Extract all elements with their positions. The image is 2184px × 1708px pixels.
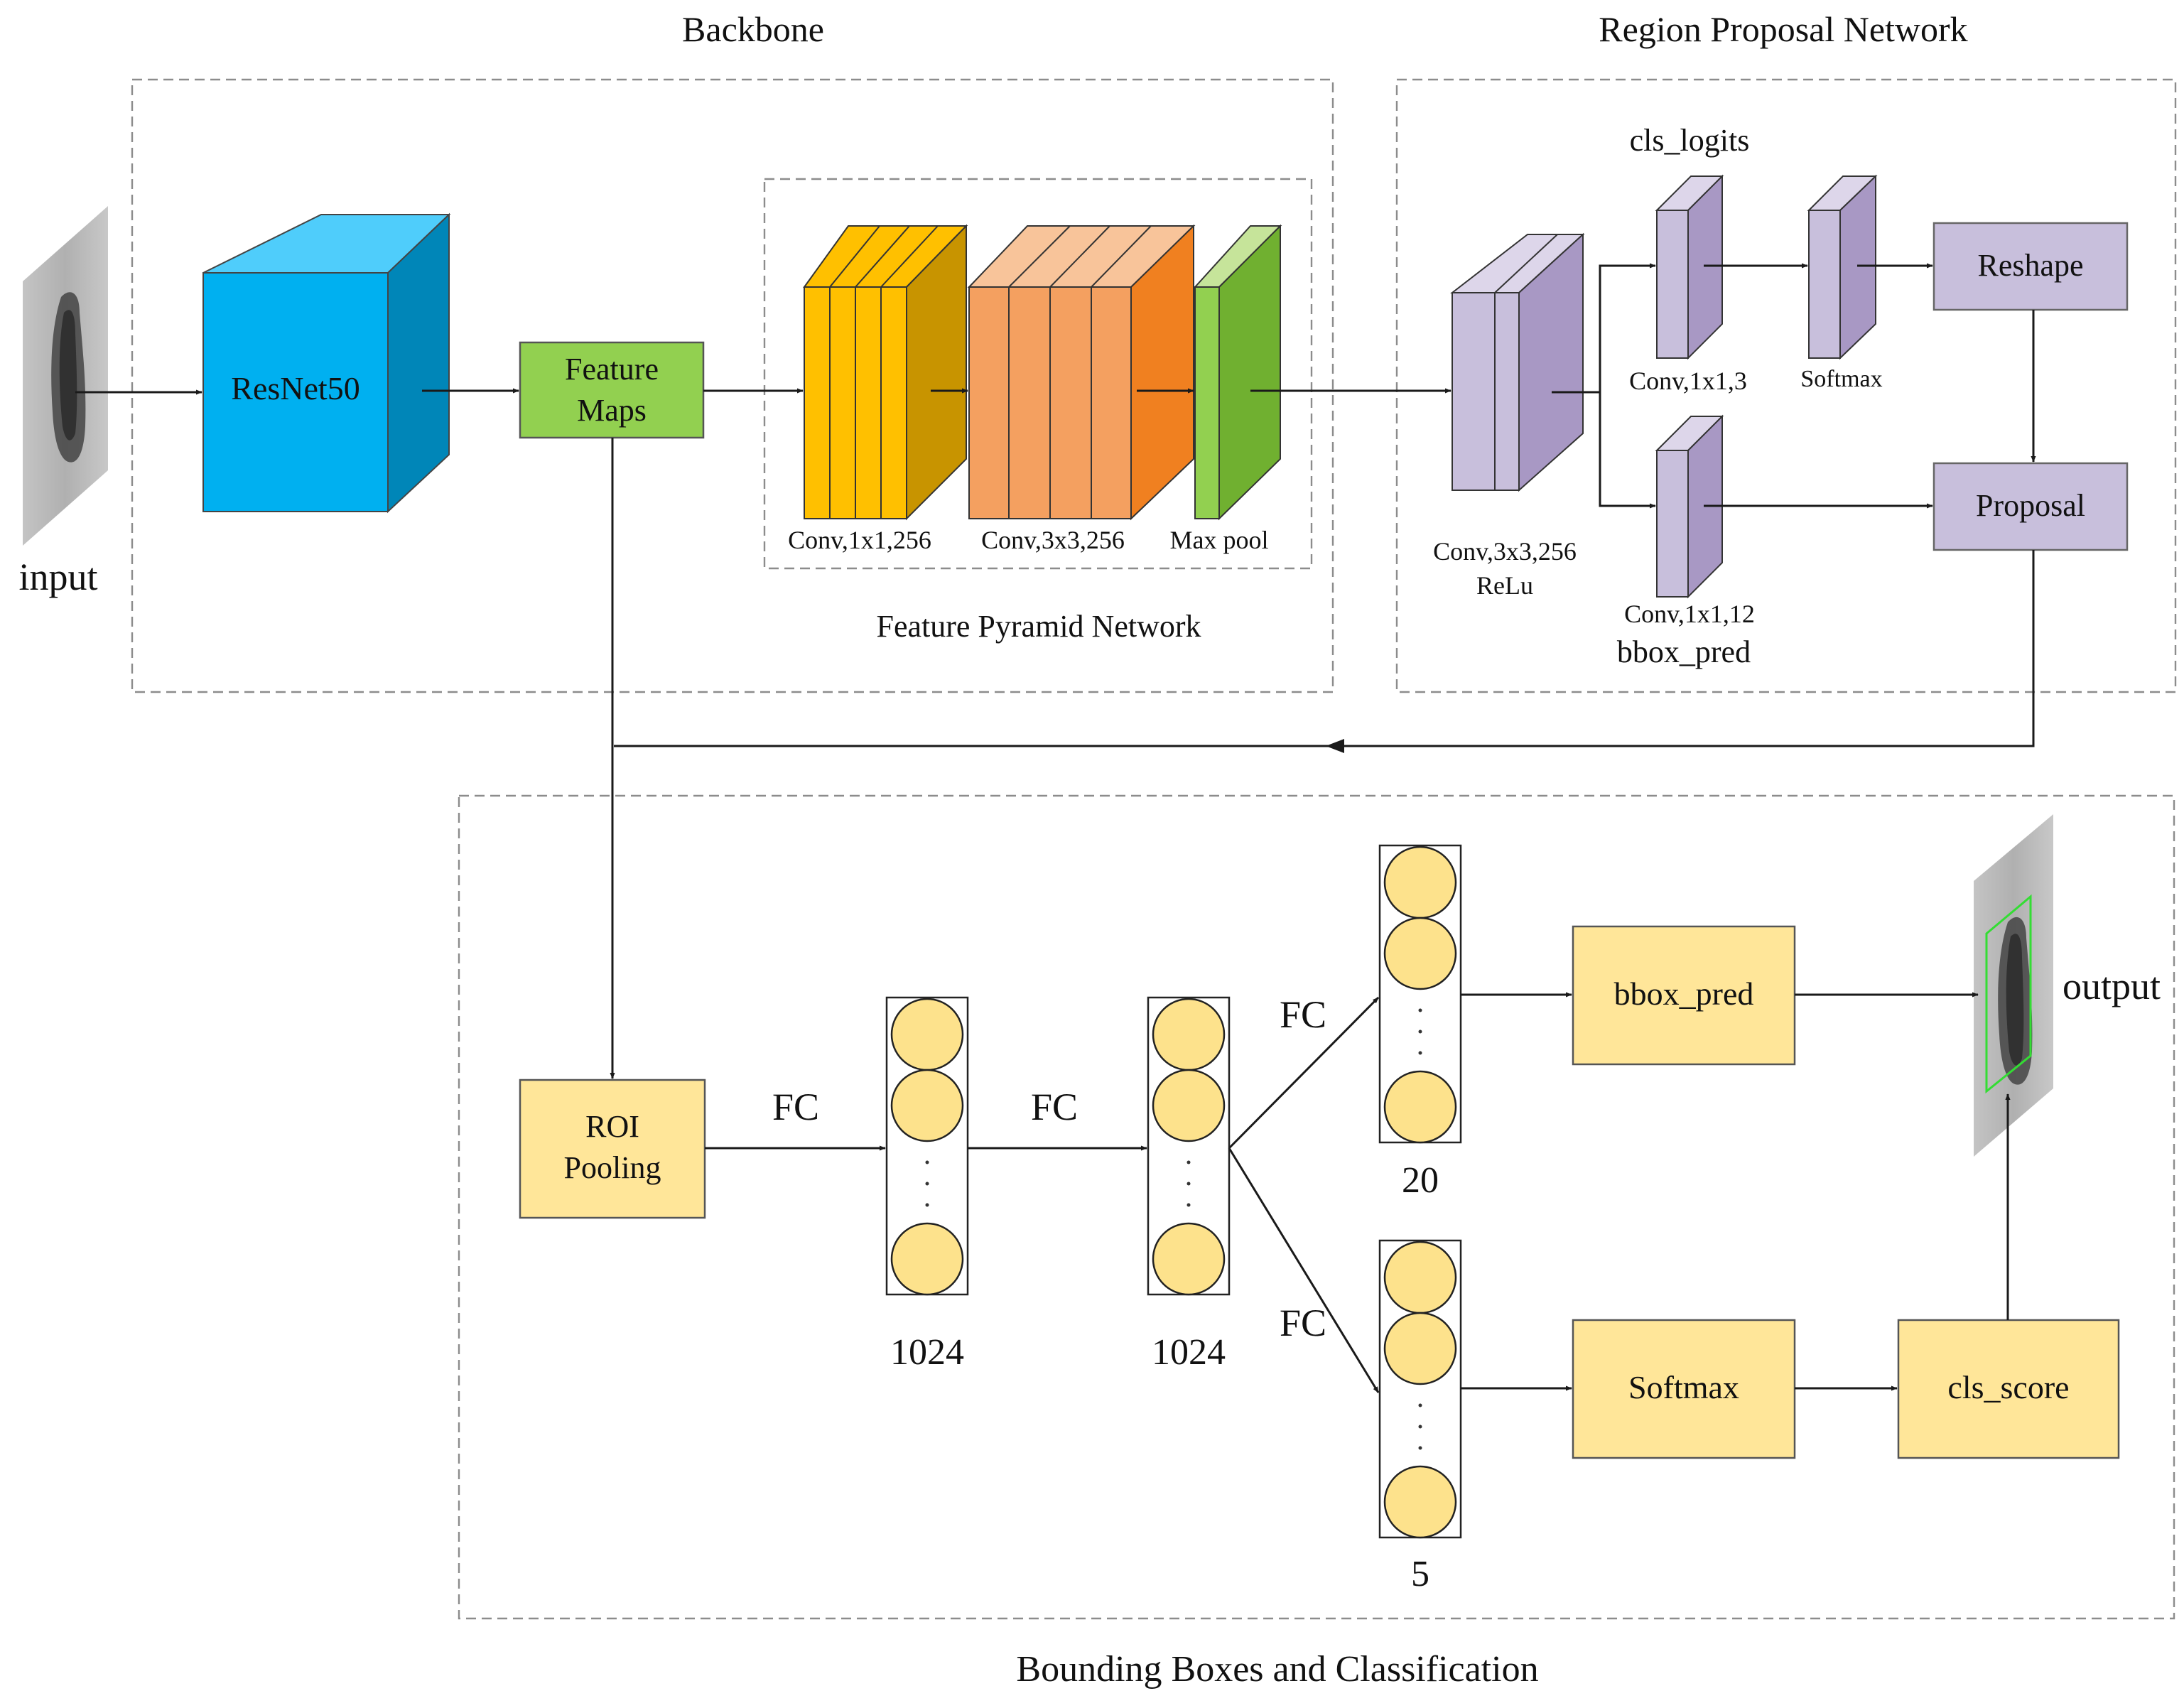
fpn-maxpool-block [1193,224,1282,521]
reshape-box [1932,222,2129,311]
head-bbox-pred-box [1572,925,1796,1066]
feature-maps-box [519,341,705,439]
backbone-frame [131,78,1334,693]
feature-maps-label-line2: Maps [577,393,647,428]
cls-score-box [1897,1319,2120,1459]
rpn-conv3x3-block [1450,232,1585,492]
fpn-conv1x1-block [803,224,968,521]
input-image [23,206,108,546]
fc-layer-5-size: 5 [1411,1554,1429,1594]
fc-layer-20-size: 20 [1402,1160,1439,1201]
head-bbox-pred-label: bbox_pred [1614,975,1754,1012]
input-label: input [18,556,97,598]
output-label: output [2063,965,2161,1007]
cls-logits-label: cls_logits [1630,123,1750,158]
section-title-bbox-cls: Bounding Boxes and Classification [1016,1649,1538,1690]
feature-maps-label-line1: Feature [565,352,659,387]
fc-layer-1024-b-size: 1024 [1152,1332,1226,1373]
cls-score-label: cls_score [1947,1369,2069,1405]
fpn-conv3x3-label: Conv,3x3,256 [981,526,1125,554]
rpn-softmax-label: Softmax [1800,366,1882,392]
rpn-conv-label-line1: Conv,3x3,256 [1433,537,1577,566]
fpn-maxpool-label: Max pool [1170,526,1269,554]
bbox-cls-frame [458,794,2175,1620]
fpn-conv1x1-label: Conv,1x1,256 [788,526,931,554]
resnet50-block [202,212,451,514]
fc-label-4: FC [1280,1302,1326,1344]
fc-label-3: FC [1280,993,1326,1036]
section-title-rpn: Region Proposal Network [1599,9,1967,49]
roi-pooling-box [519,1079,706,1219]
fc-layer-1024-a-size: 1024 [890,1332,964,1373]
roi-pooling-label-line1: ROI [585,1109,639,1144]
head-softmax-label: Softmax [1628,1369,1739,1405]
connectors [75,263,2036,1393]
proposal-box [1932,462,2129,551]
rpn-conv-label-line2: ReLu [1476,571,1533,600]
resnet50-label: ResNet50 [231,370,360,406]
rpn-cls-conv-label: Conv,1x1,3 [1629,367,1747,395]
roi-pooling-label-line2: Pooling [564,1150,661,1185]
rpn-bbox-conv-label: Conv,1x1,12 [1624,600,1755,628]
fc-layer-1024-b [1147,996,1231,1296]
rpn-cls-conv-block [1655,174,1724,360]
fc-label-1: FC [772,1086,819,1128]
fc-label-2: FC [1031,1086,1078,1128]
head-softmax-box [1572,1319,1796,1459]
proposal-label: Proposal [1976,488,2085,523]
rpn-softmax-block [1807,174,1878,360]
fpn-frame [763,178,1313,570]
rpn-frame [1395,78,2177,693]
rpn-bbox-pred-label: bbox_pred [1617,634,1751,669]
output-image [1974,814,2053,1157]
section-title-fpn: Feature Pyramid Network [877,609,1201,644]
fc-layer-5 [1378,1239,1462,1539]
section-title-backbone: Backbone [682,9,824,49]
fc-layer-1024-a [885,996,969,1296]
reshape-label: Reshape [1977,248,2083,283]
fpn-conv3x3-block [967,224,1196,521]
fc-layer-20 [1378,844,1462,1144]
